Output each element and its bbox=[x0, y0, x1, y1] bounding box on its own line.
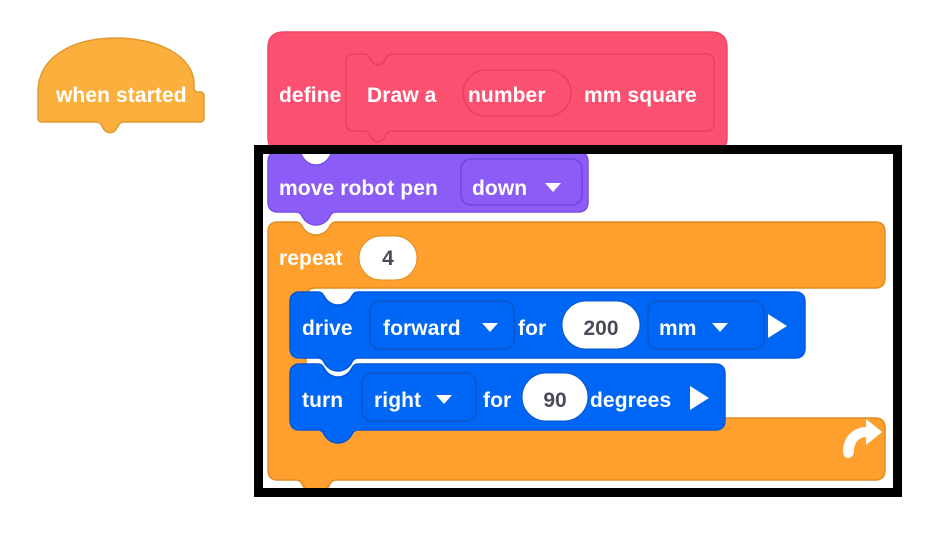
when-started-label: when started bbox=[56, 84, 187, 107]
turn-angle-value[interactable]: 90 bbox=[543, 389, 567, 412]
play-triangle-icon[interactable] bbox=[768, 314, 787, 338]
chevron-down-icon[interactable] bbox=[712, 323, 728, 332]
define-prototype-outline bbox=[345, 53, 715, 143]
when-started-hat-block[interactable] bbox=[34, 34, 209, 144]
play-triangle-icon[interactable] bbox=[690, 386, 709, 410]
repeat-count-field-shape[interactable] bbox=[358, 235, 419, 282]
repeat-label: repeat bbox=[279, 247, 343, 270]
drive-unit-value[interactable]: mm bbox=[659, 317, 697, 340]
drive-label: drive bbox=[302, 317, 353, 340]
turn-angle-field[interactable] bbox=[521, 372, 589, 422]
drive-direction-value[interactable]: forward bbox=[383, 317, 461, 340]
drive-direction-field[interactable] bbox=[369, 300, 515, 350]
move-robot-pen-block[interactable] bbox=[267, 151, 598, 226]
turn-block[interactable] bbox=[289, 363, 730, 444]
pen-dropdown-value[interactable]: down bbox=[472, 177, 528, 200]
number-param-oval[interactable] bbox=[462, 69, 572, 117]
define-keyword-label: define bbox=[279, 84, 342, 107]
drive-distance-field[interactable] bbox=[561, 300, 641, 350]
turn-direction-field[interactable] bbox=[361, 372, 477, 422]
drive-block[interactable] bbox=[289, 291, 810, 372]
drive-for-label: for bbox=[518, 317, 547, 340]
drive-unit-field[interactable] bbox=[647, 300, 765, 350]
hat-block-shape bbox=[37, 37, 205, 134]
turn-for-label: for bbox=[483, 389, 512, 412]
define-suffix-label: mm square bbox=[584, 84, 697, 107]
turn-label: turn bbox=[302, 389, 344, 412]
loop-arrow-icon[interactable] bbox=[843, 419, 882, 458]
move-robot-pen-label: move robot pen bbox=[279, 177, 438, 200]
chevron-down-icon[interactable] bbox=[545, 183, 561, 192]
turn-direction-value[interactable]: right bbox=[374, 389, 422, 412]
repeat-count-value[interactable]: 4 bbox=[382, 247, 394, 270]
chevron-down-icon[interactable] bbox=[482, 323, 498, 332]
drive-distance-value[interactable]: 200 bbox=[583, 317, 619, 340]
chevron-down-icon[interactable] bbox=[436, 395, 452, 404]
turn-unit-label: degrees bbox=[590, 389, 672, 412]
pen-dropdown-field[interactable] bbox=[460, 158, 583, 206]
define-param-label[interactable]: number bbox=[468, 84, 546, 107]
define-prefix-label: Draw a bbox=[367, 84, 437, 107]
